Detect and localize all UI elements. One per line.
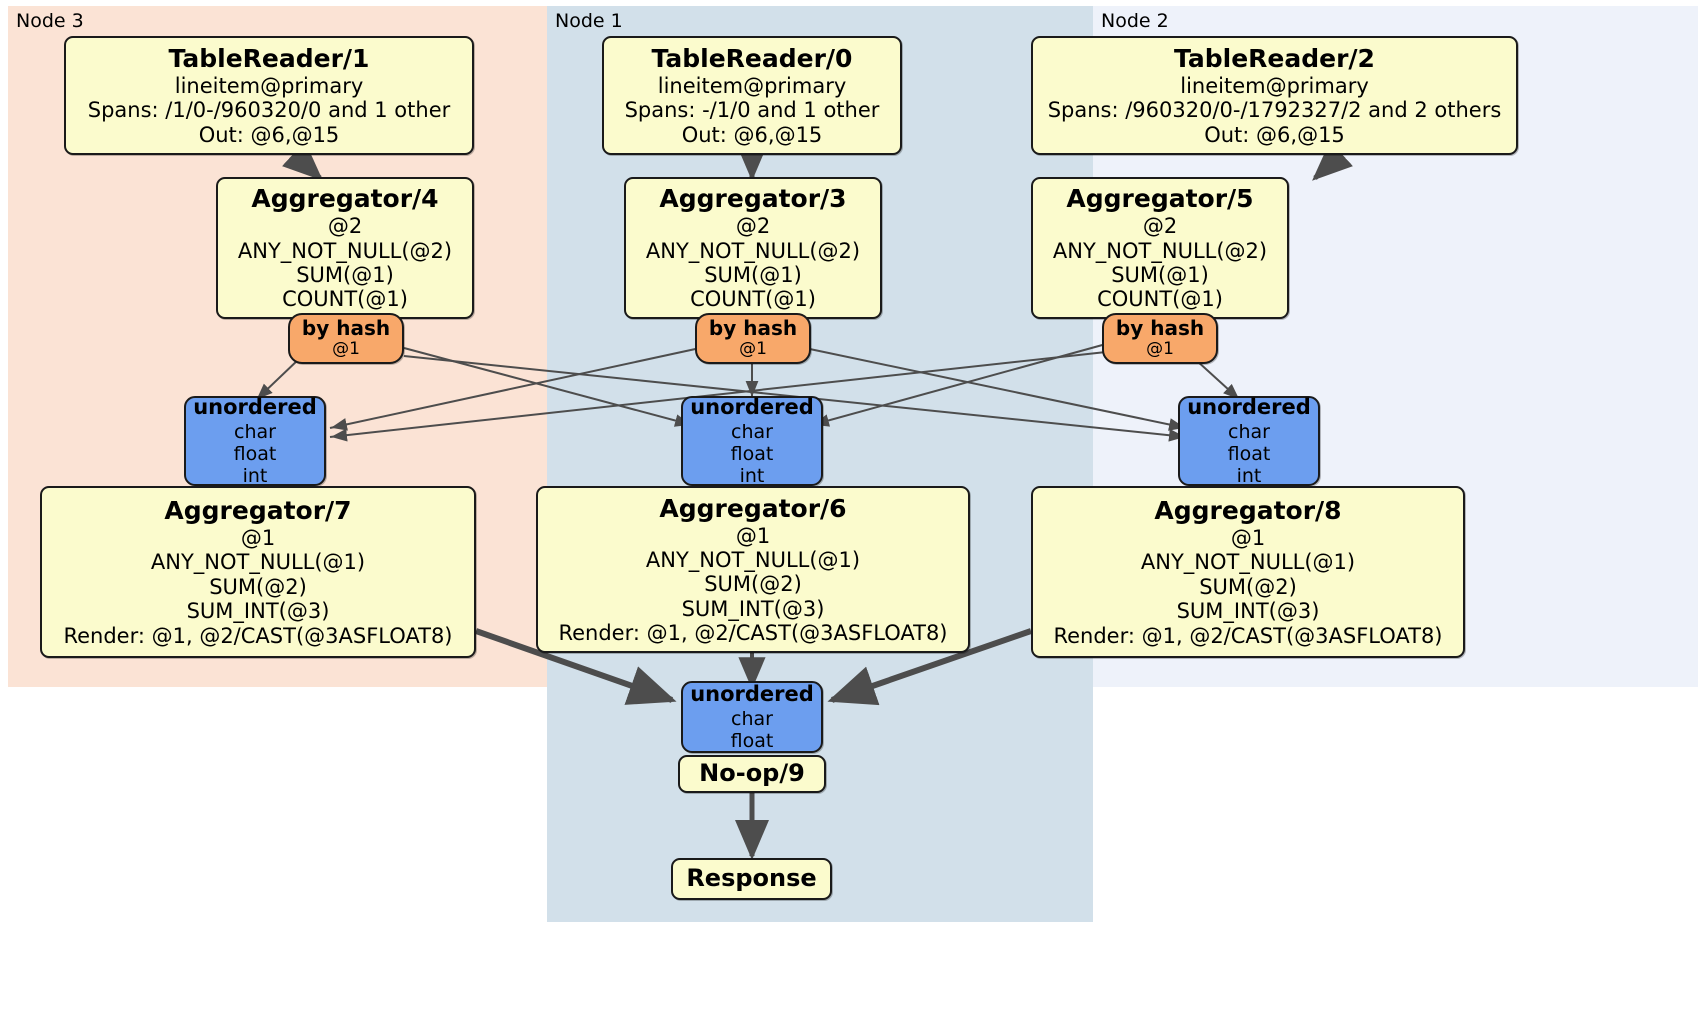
- node-title: unordered: [1187, 394, 1311, 419]
- node-line: @1: [1146, 339, 1174, 360]
- node-line: float: [1227, 443, 1271, 466]
- input-synchronizer-unordered-final[interactable]: unordered char float: [681, 681, 823, 753]
- node-title: TableReader/0: [651, 43, 853, 73]
- node-line: int: [1236, 465, 1262, 488]
- node-line: @1: [240, 526, 276, 551]
- panel-node-3-label: Node 3: [16, 10, 84, 32]
- node-title: Aggregator/8: [1154, 496, 1342, 526]
- node-title: by hash: [1115, 316, 1205, 341]
- output-router-by-hash-right[interactable]: by hash @1: [1102, 313, 1218, 364]
- output-router-by-hash-left[interactable]: by hash @1: [288, 313, 404, 364]
- node-title: unordered: [690, 681, 814, 706]
- node-title: Aggregator/5: [1066, 184, 1254, 214]
- node-line: Render: @1, @2/CAST(@3ASFLOAT8): [558, 621, 948, 646]
- processor-tablereader-0[interactable]: TableReader/0 lineitem@primary Spans: -/…: [602, 36, 902, 155]
- node-line: SUM(@2): [209, 574, 307, 599]
- node-line: ANY_NOT_NULL(@1): [645, 547, 861, 572]
- node-line: char: [731, 421, 773, 444]
- node-line: lineitem@primary: [1180, 73, 1369, 98]
- node-line: Render: @1, @2/CAST(@3ASFLOAT8): [63, 623, 453, 648]
- node-line: lineitem@primary: [657, 73, 847, 98]
- node-line: float: [730, 443, 774, 466]
- node-line: SUM_INT(@3): [186, 599, 330, 624]
- node-line: char: [731, 708, 773, 731]
- node-line: SUM(@1): [704, 263, 802, 287]
- node-line: Spans: /960320/0-/1792327/2 and 2 others: [1047, 98, 1502, 123]
- node-line: SUM_INT(@3): [1176, 599, 1320, 624]
- node-line: @1: [1230, 526, 1266, 551]
- node-title: unordered: [193, 394, 317, 419]
- panel-node-1-label: Node 1: [555, 10, 623, 32]
- input-synchronizer-unordered-left[interactable]: unordered char float int: [184, 394, 326, 488]
- node-title: Response: [686, 863, 817, 892]
- node-title: unordered: [690, 394, 814, 419]
- node-line: @1: [739, 339, 767, 360]
- node-title: Aggregator/7: [164, 496, 352, 526]
- node-line: int: [739, 465, 765, 488]
- processor-aggregator-4[interactable]: Aggregator/4 @2 ANY_NOT_NULL(@2) SUM(@1)…: [216, 177, 474, 319]
- output-router-by-hash-center[interactable]: by hash @1: [695, 313, 811, 364]
- panel-node-2-label: Node 2: [1101, 10, 1169, 32]
- node-line: SUM(@1): [296, 263, 394, 287]
- node-line: lineitem@primary: [174, 73, 364, 98]
- processor-aggregator-5[interactable]: Aggregator/5 @2 ANY_NOT_NULL(@2) SUM(@1)…: [1031, 177, 1289, 319]
- node-line: @2: [735, 214, 771, 239]
- node-title: Aggregator/3: [659, 184, 847, 214]
- node-line: COUNT(@1): [1097, 287, 1223, 312]
- node-line: Spans: /1/0-/960320/0 and 1 other: [87, 98, 451, 123]
- node-title: Aggregator/6: [659, 493, 847, 523]
- node-line: ANY_NOT_NULL(@1): [150, 550, 366, 575]
- node-line: Out: @6,@15: [1204, 122, 1345, 147]
- node-line: @1: [735, 523, 771, 548]
- input-synchronizer-unordered-center[interactable]: unordered char float int: [681, 394, 823, 488]
- node-line: Render: @1, @2/CAST(@3ASFLOAT8): [1053, 623, 1443, 648]
- node-line: ANY_NOT_NULL(@2): [1052, 238, 1268, 263]
- node-line: ANY_NOT_NULL(@2): [645, 238, 861, 263]
- node-title: Aggregator/4: [251, 184, 439, 214]
- node-line: float: [233, 443, 277, 466]
- node-line: SUM_INT(@3): [681, 596, 825, 621]
- node-line: SUM(@2): [1199, 574, 1297, 599]
- node-line: Spans: -/1/0 and 1 other: [624, 98, 880, 123]
- node-title: by hash: [301, 316, 391, 341]
- processor-tablereader-1[interactable]: TableReader/1 lineitem@primary Spans: /1…: [64, 36, 474, 155]
- node-line: COUNT(@1): [282, 287, 408, 312]
- processor-aggregator-6[interactable]: Aggregator/6 @1 ANY_NOT_NULL(@1) SUM(@2)…: [536, 486, 970, 653]
- node-title: by hash: [708, 316, 798, 341]
- node-line: Out: @6,@15: [198, 122, 340, 147]
- node-response[interactable]: Response: [671, 858, 832, 900]
- processor-aggregator-3[interactable]: Aggregator/3 @2 ANY_NOT_NULL(@2) SUM(@1)…: [624, 177, 882, 319]
- node-line: COUNT(@1): [690, 287, 816, 312]
- node-title: TableReader/2: [1174, 43, 1375, 73]
- node-line: Out: @6,@15: [681, 122, 823, 147]
- node-line: char: [1228, 421, 1270, 444]
- node-line: float: [730, 730, 774, 753]
- node-line: @2: [327, 214, 363, 239]
- node-line: SUM(@2): [704, 572, 802, 597]
- node-line: ANY_NOT_NULL(@1): [1140, 550, 1356, 575]
- node-title: No-op/9: [699, 758, 805, 787]
- node-line: @1: [332, 339, 360, 360]
- processor-aggregator-8[interactable]: Aggregator/8 @1 ANY_NOT_NULL(@1) SUM(@2)…: [1031, 486, 1465, 658]
- input-synchronizer-unordered-right[interactable]: unordered char float int: [1178, 394, 1320, 488]
- processor-no-op-9[interactable]: No-op/9: [678, 755, 826, 793]
- node-line: char: [234, 421, 276, 444]
- node-line: SUM(@1): [1111, 263, 1209, 287]
- node-line: int: [242, 465, 268, 488]
- node-title: TableReader/1: [168, 43, 370, 73]
- node-line: ANY_NOT_NULL(@2): [237, 238, 453, 263]
- processor-aggregator-7[interactable]: Aggregator/7 @1 ANY_NOT_NULL(@1) SUM(@2)…: [40, 486, 476, 658]
- processor-tablereader-2[interactable]: TableReader/2 lineitem@primary Spans: /9…: [1031, 36, 1518, 155]
- node-line: @2: [1142, 214, 1178, 239]
